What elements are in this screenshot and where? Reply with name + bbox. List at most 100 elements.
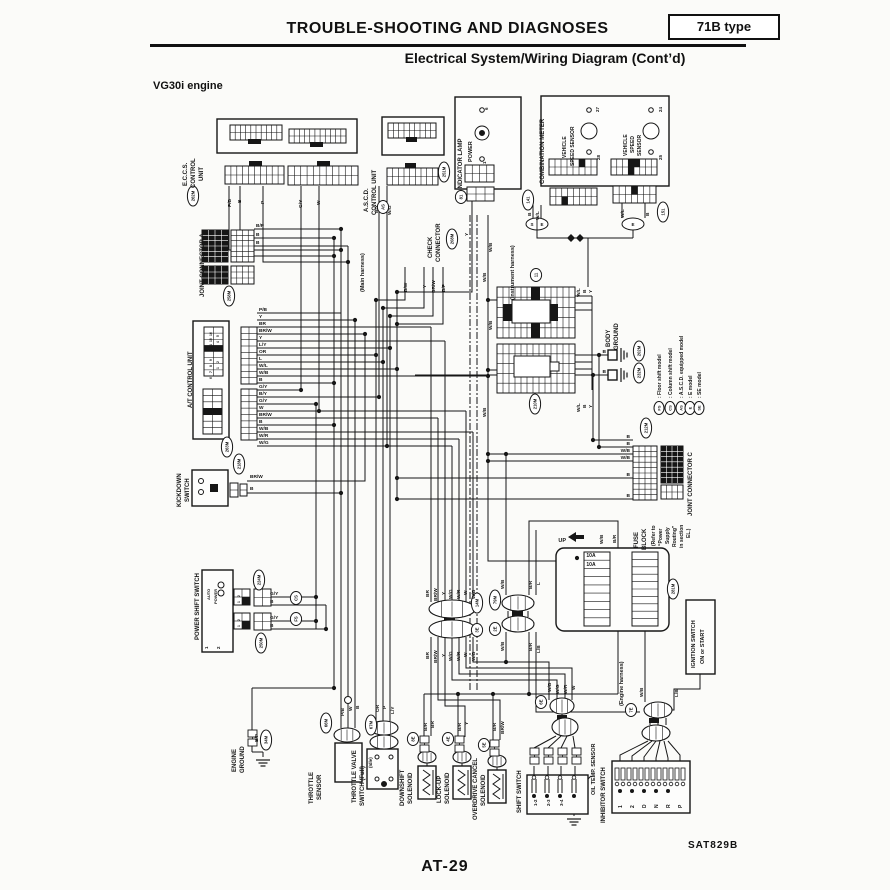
label-8: 8 — [209, 365, 213, 367]
label-unit: UNIT — [199, 167, 205, 181]
label-b-p: B/P — [256, 223, 265, 229]
label-2: 2 — [630, 805, 636, 808]
symbol-circle — [198, 489, 204, 495]
label-switch: SWITCH — [185, 478, 191, 502]
label-w-g: W/G — [448, 589, 454, 599]
connector-id-212m — [639, 417, 653, 439]
wire — [397, 201, 473, 293]
inline-connector — [557, 747, 568, 756]
wire — [390, 267, 434, 317]
label-power-shift-switch: POWER SHIFT SWITCH — [195, 573, 201, 640]
label-br: BR — [259, 321, 266, 327]
coil-icon — [457, 769, 466, 796]
header-rule — [150, 44, 746, 47]
connector-grid — [583, 551, 611, 627]
junction-dot — [394, 475, 400, 481]
label-b: B — [256, 240, 260, 246]
connector-id-label: 263M — [225, 441, 230, 452]
junction-dot — [455, 691, 461, 697]
inhibitor-slot — [680, 767, 686, 781]
coil-icon — [422, 769, 431, 796]
connector-id-label: 6E — [539, 699, 544, 704]
grid-black-cell — [628, 167, 634, 175]
junction-dot — [331, 380, 337, 386]
wire — [536, 230, 633, 239]
label-w-b: W/B — [547, 682, 553, 692]
connector-tab — [405, 163, 416, 168]
connector-id-79m — [488, 589, 502, 611]
label-y: Y — [259, 335, 263, 341]
connector-tab — [512, 611, 523, 616]
label-a-s-c-d: A.S.C.D. — [364, 188, 370, 212]
inhibitor-contact — [656, 781, 662, 787]
label-25: 25 — [658, 154, 663, 160]
connector-id-263m — [220, 436, 234, 458]
noise-suppressor — [567, 234, 575, 242]
connector-id-4e — [441, 732, 455, 746]
symbol-circle — [198, 478, 204, 484]
junction-dot — [574, 555, 580, 561]
connector-id-7e — [624, 703, 638, 717]
grid-black-cell — [561, 196, 568, 205]
wire — [572, 735, 576, 749]
label-y: Y — [588, 404, 594, 408]
label-sensor: SENSOR — [637, 134, 643, 156]
symbol-circle — [648, 149, 654, 155]
label-b-y: B/Y — [259, 391, 268, 397]
label-w-r: W/R — [456, 651, 462, 661]
junction-dot — [490, 691, 496, 697]
label-1: 1 — [237, 601, 241, 603]
junction-dot — [503, 659, 509, 665]
connector-id-label: AS — [381, 204, 386, 210]
label-3: 3 — [216, 347, 220, 349]
label-throttle: THROTTLE — [309, 772, 315, 804]
shift-dot — [572, 794, 576, 798]
symbol-circle — [374, 754, 380, 760]
label-b-r: B/R — [528, 580, 534, 589]
label-check: CHECK — [428, 236, 434, 258]
label-br-w: BR/W — [250, 474, 263, 480]
wire — [528, 520, 619, 595]
wire — [472, 637, 550, 700]
connector-id-202m — [632, 340, 646, 362]
junction-dot — [485, 297, 491, 303]
type-badge: 71B type — [668, 14, 780, 40]
label-b-r: B/R — [423, 722, 429, 731]
junction-dot — [485, 367, 491, 373]
symbol-circle — [479, 156, 485, 162]
label-w-b: W/B — [482, 407, 488, 417]
grid-black-cell — [204, 345, 214, 352]
label-y: Y — [464, 232, 470, 236]
junction-dot — [485, 451, 491, 457]
label-el: EL.) — [686, 528, 692, 538]
label-engine-harness: (Engine harness) — [619, 661, 625, 706]
label-1: 1 — [204, 646, 209, 649]
connector-id-fs — [289, 612, 303, 626]
symbol-circle — [580, 122, 598, 140]
wire — [672, 674, 701, 711]
junction-dot — [380, 359, 386, 365]
connector-id-label: 11 — [534, 272, 539, 277]
label-w-r: W/R — [563, 684, 569, 694]
engine-label: VG30i engine — [153, 80, 223, 92]
label-g-y: G/Y — [298, 199, 304, 208]
label-instrument-harness: (Instrument harness) — [510, 245, 516, 300]
label-w: W — [316, 200, 322, 205]
connector-id-label: 251M — [442, 166, 447, 177]
connector-tab — [649, 718, 659, 723]
label-l-y: L/Y — [259, 342, 267, 348]
grid-black-cell — [634, 159, 640, 167]
label-w-b: W/B — [621, 448, 631, 454]
connector-id-232m — [632, 362, 646, 384]
connector-tab — [557, 715, 567, 720]
junction-dot — [376, 394, 382, 400]
connector-id-label: 232M — [637, 367, 642, 378]
wire — [444, 637, 466, 737]
label-refer-to: (Refer to — [651, 525, 657, 546]
label-2: 2 — [237, 619, 241, 621]
label-g-y: G/Y — [270, 591, 279, 597]
junction-dot — [313, 618, 319, 624]
gridB-center — [513, 355, 551, 378]
wire — [397, 267, 444, 325]
symbol-circle — [586, 107, 592, 113]
